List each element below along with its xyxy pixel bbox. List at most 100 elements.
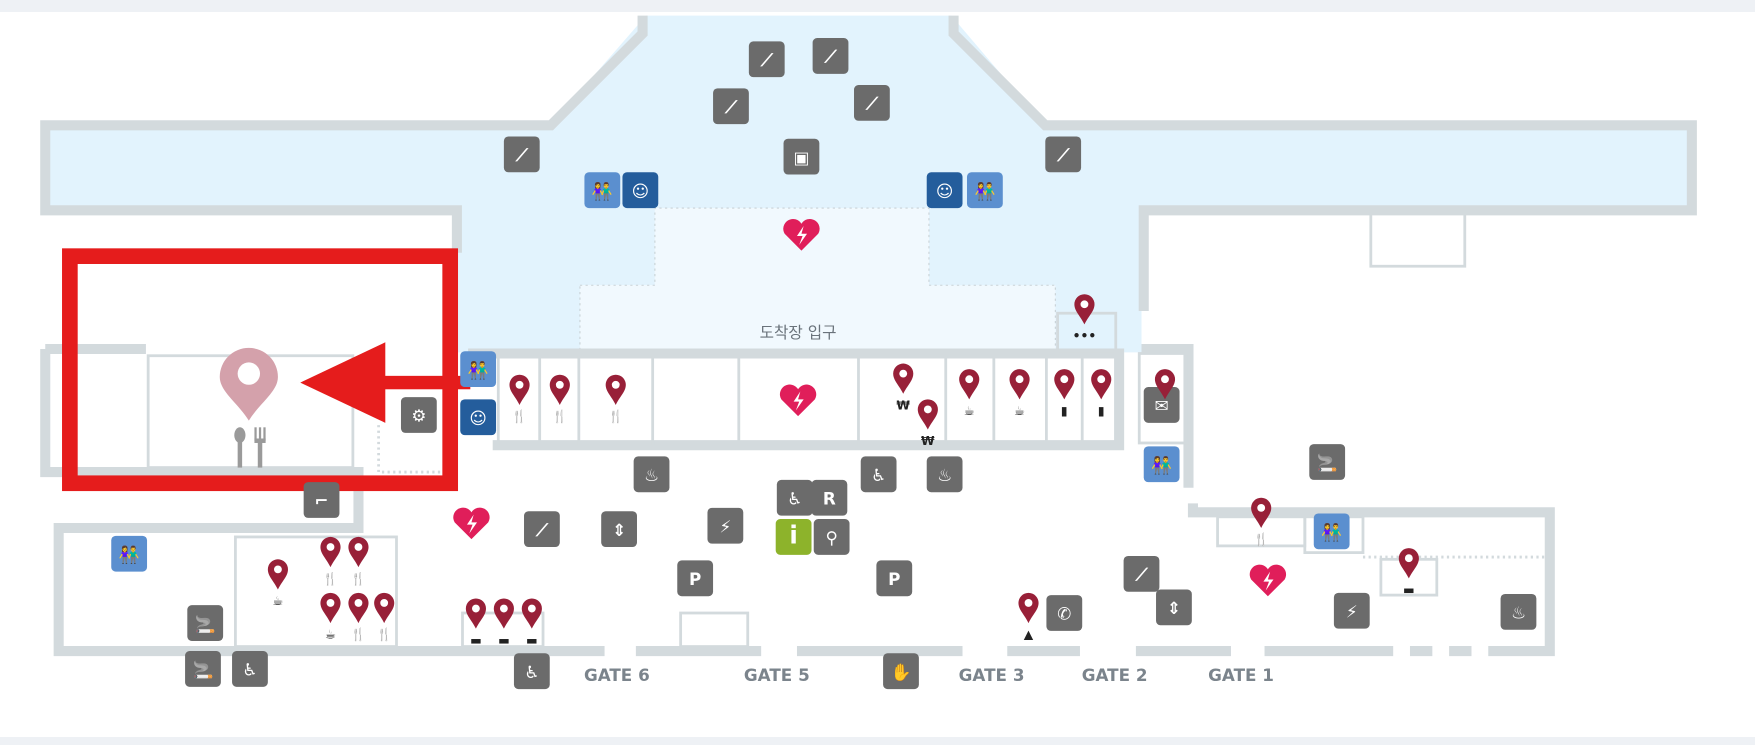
- charging-icon[interactable]: ⚡: [1333, 592, 1370, 629]
- restroom-icon[interactable]: 👫: [1313, 513, 1350, 550]
- cafe-pin-icon[interactable]: ☕: [959, 369, 980, 418]
- svg-text:♨: ♨: [644, 465, 659, 485]
- restroom-icon[interactable]: 👫: [1143, 446, 1180, 483]
- svg-text:▮: ▮: [1061, 404, 1068, 418]
- wheelchair-icon[interactable]: ♿: [860, 456, 897, 493]
- svg-text:▣: ▣: [794, 147, 810, 167]
- escalator-icon[interactable]: ⟋: [503, 136, 540, 173]
- aed-icon[interactable]: [783, 218, 820, 251]
- restaurant-pin-icon[interactable]: 🍴: [348, 536, 369, 587]
- wheelchair-icon[interactable]: ♿: [232, 651, 268, 687]
- svg-text:⚲: ⚲: [825, 528, 837, 548]
- restaurant-pin-icon[interactable]: 🍴: [509, 374, 530, 425]
- car-pin-icon[interactable]: ▬: [521, 598, 542, 647]
- mail-pin-icon[interactable]: [1154, 369, 1176, 400]
- baby-care-icon[interactable]: ☺: [622, 172, 659, 209]
- smoking-icon[interactable]: 🚬: [185, 651, 221, 687]
- svg-text:⟋: ⟋: [760, 50, 774, 70]
- parking-icon[interactable]: P: [876, 560, 913, 597]
- water-icon[interactable]: ♨: [1500, 593, 1537, 630]
- mail-icon[interactable]: ✉: [1143, 387, 1180, 423]
- svg-text:👫: 👫: [592, 181, 613, 201]
- svg-text:♨: ♨: [937, 465, 952, 485]
- service-pin-icon[interactable]: •••: [1073, 294, 1097, 343]
- restaurant-pin-icon[interactable]: 🍴: [1251, 497, 1272, 548]
- aed-icon[interactable]: [1249, 564, 1287, 597]
- car-pin-icon[interactable]: ▬: [1398, 548, 1419, 597]
- svg-text:P: P: [888, 569, 900, 589]
- escalator-icon[interactable]: ⟋: [524, 511, 560, 548]
- lounge-icon[interactable]: ⚙: [400, 397, 437, 433]
- svg-text:⚙: ⚙: [411, 406, 426, 426]
- cafe-pin-icon[interactable]: ☕: [320, 592, 341, 642]
- escalator-icon[interactable]: ⟋: [1123, 555, 1160, 592]
- information-icon[interactable]: i: [775, 519, 812, 555]
- aed-icon[interactable]: [453, 507, 490, 540]
- info-desk-pin-icon[interactable]: ▲: [1018, 592, 1039, 642]
- aed-icon[interactable]: [779, 384, 817, 417]
- svg-text:⚡: ⚡: [1346, 601, 1358, 621]
- gate-label: GATE 1: [1208, 665, 1274, 685]
- svg-text:☕: ☕: [964, 404, 975, 418]
- water-icon[interactable]: ♨: [926, 456, 963, 493]
- svg-text:🍴: 🍴: [1254, 532, 1269, 548]
- baggage-icon[interactable]: ▣: [783, 138, 820, 175]
- svg-text:⇕: ⇕: [612, 520, 626, 540]
- car-pin-icon[interactable]: ▬: [465, 598, 486, 647]
- cafe-pin-icon[interactable]: ☕: [267, 559, 288, 608]
- svg-text:⟋: ⟋: [535, 520, 549, 540]
- cafe-pin-icon[interactable]: ☕: [1009, 369, 1030, 418]
- restroom-icon[interactable]: 👫: [966, 172, 1003, 209]
- smoking-icon[interactable]: 🚬: [1309, 444, 1346, 480]
- svg-text:♿: ♿: [871, 465, 886, 485]
- baby-care-icon[interactable]: ☺: [926, 172, 963, 209]
- blind-icon[interactable]: ⚲: [813, 519, 850, 555]
- svg-text:⚡: ⚡: [719, 516, 731, 536]
- svg-text:⟋: ⟋: [515, 145, 529, 165]
- restaurant-pin-icon[interactable]: 🍴: [348, 592, 369, 643]
- gate-label: GATE 2: [1082, 665, 1148, 685]
- restaurant-pin-icon[interactable]: 🍴: [374, 592, 395, 643]
- escalator-icon[interactable]: ⟋: [748, 41, 785, 78]
- svg-text:☺: ☺: [936, 181, 953, 201]
- highlighted-restaurant[interactable]: [219, 347, 278, 468]
- escalator-icon[interactable]: ⟋: [1045, 136, 1082, 173]
- hand-icon[interactable]: ✋: [883, 653, 919, 690]
- escalator-icon[interactable]: ⟋: [812, 38, 849, 74]
- wheelchair-icon[interactable]: ♿: [776, 479, 813, 516]
- charging-icon[interactable]: ⚡: [707, 507, 744, 544]
- svg-text:☕: ☕: [1014, 404, 1025, 418]
- smoking-icon[interactable]: 🚬: [187, 605, 224, 641]
- svg-text:⇕: ⇕: [1167, 598, 1181, 618]
- escalator-icon[interactable]: ⟋: [854, 85, 890, 121]
- restaurant-pin-icon[interactable]: 🍴: [549, 374, 570, 425]
- shop-pin-icon[interactable]: ▮: [1091, 369, 1112, 418]
- restaurant-pin-icon[interactable]: 🍴: [605, 374, 626, 425]
- svg-text:P: P: [689, 569, 701, 589]
- restaurant-pin-icon[interactable]: 🍴: [320, 536, 341, 587]
- svg-text:⟋: ⟋: [1056, 145, 1070, 165]
- shop-pin-icon[interactable]: ▮: [1054, 369, 1075, 418]
- restroom-icon[interactable]: 👫: [460, 351, 497, 388]
- baby-care-icon[interactable]: ☺: [460, 399, 497, 436]
- restroom-icon[interactable]: 👫: [111, 535, 148, 572]
- exchange-pin-icon[interactable]: ₩: [893, 363, 914, 413]
- stroller-icon[interactable]: R: [811, 479, 848, 516]
- parking-icon[interactable]: P: [677, 560, 714, 597]
- svg-text:🍴: 🍴: [351, 627, 366, 643]
- stairs-icon[interactable]: ⌐: [303, 482, 340, 518]
- svg-text:☺: ☺: [469, 408, 486, 428]
- car-pin-icon[interactable]: ▬: [493, 598, 514, 647]
- elevator-icon[interactable]: ⇕: [1156, 589, 1192, 626]
- restroom-icon[interactable]: 👫: [584, 172, 621, 209]
- water-icon[interactable]: ♨: [633, 456, 670, 493]
- highlight-arrow-shaft: [369, 375, 471, 390]
- phone-icon[interactable]: ✆: [1046, 595, 1083, 631]
- elevator-icon[interactable]: ⇕: [601, 511, 637, 548]
- wheelchair-icon[interactable]: ♿: [513, 653, 550, 690]
- gate-label: GATE 6: [584, 665, 650, 685]
- exchange-pin-icon[interactable]: ₩: [917, 399, 938, 448]
- top-border: [0, 0, 1755, 12]
- escalator-icon[interactable]: ⟋: [713, 88, 749, 125]
